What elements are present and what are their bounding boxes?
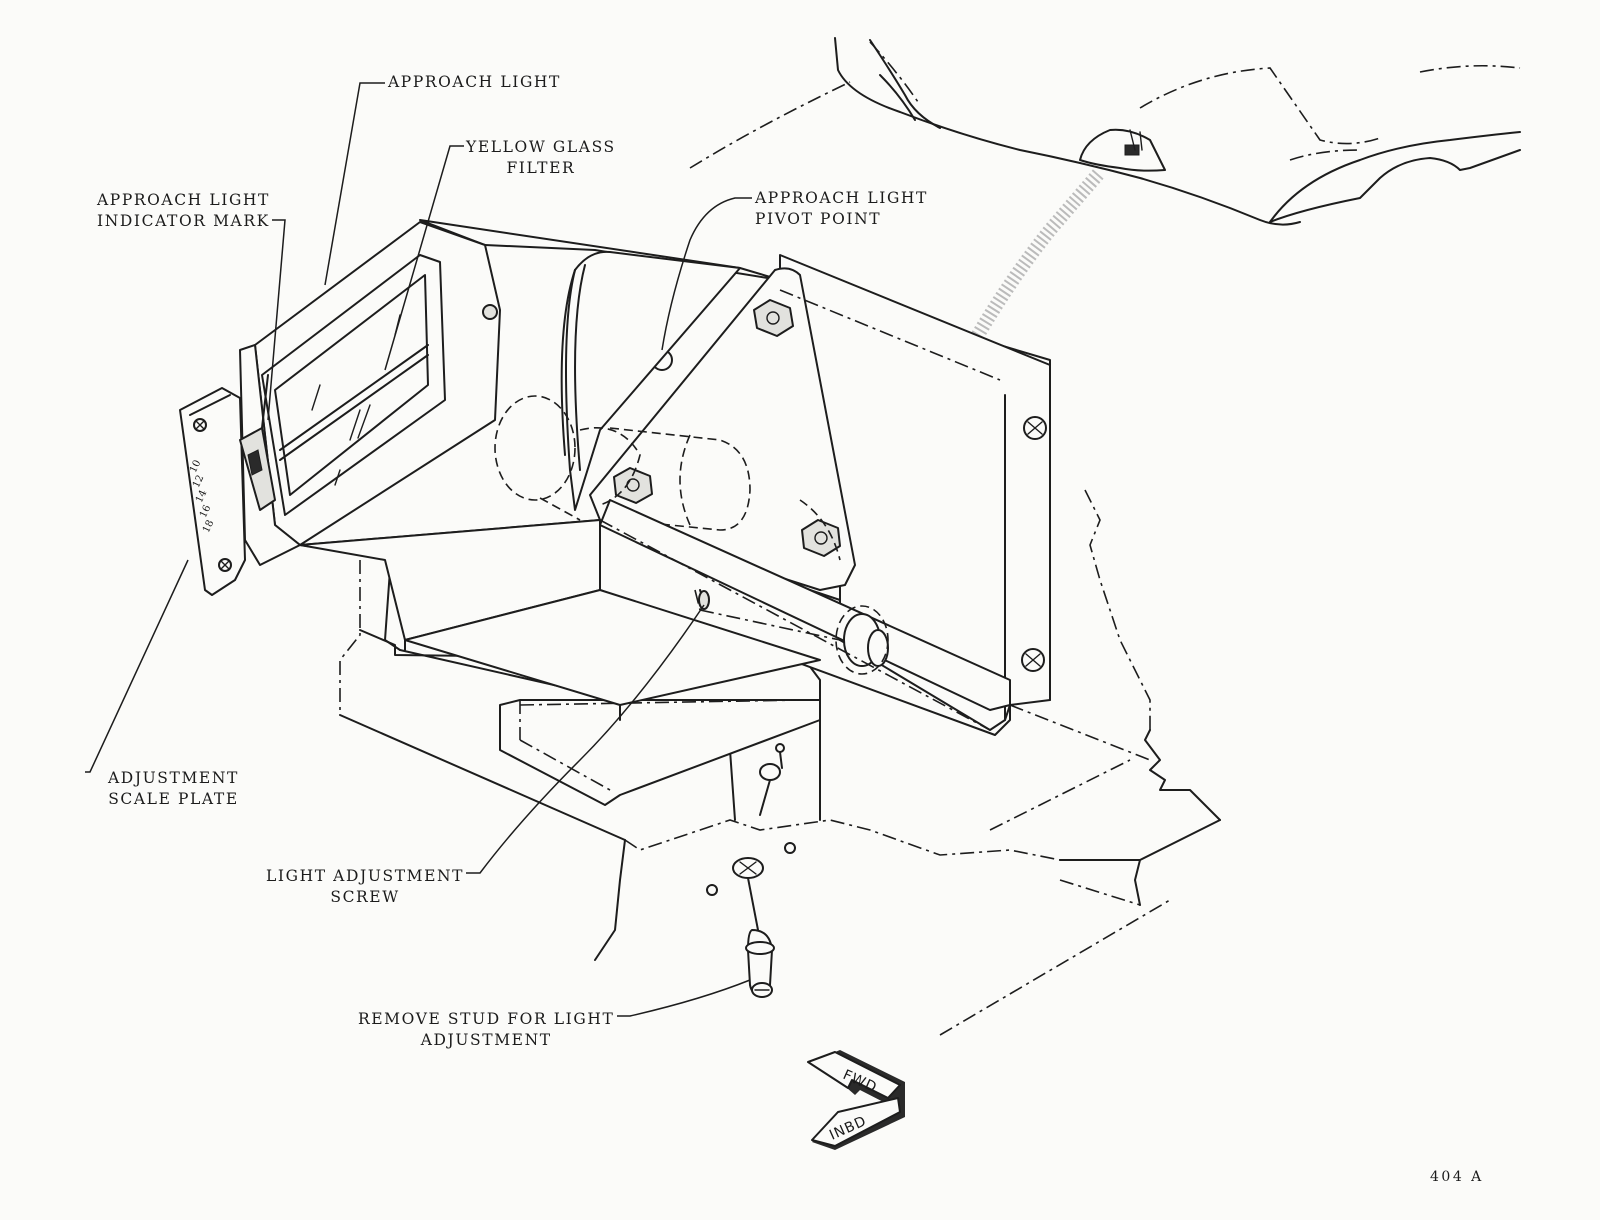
removable-stud-shape xyxy=(745,877,775,998)
label-scale-plate-line1: ADJUSTMENT xyxy=(108,769,239,787)
hex-nut-lower xyxy=(801,519,841,557)
label-indicator-mark-line2: INDICATOR MARK xyxy=(97,212,270,230)
adjustment-scale-plate-shape xyxy=(179,374,276,596)
label-adjustment-scale-plate: ADJUSTMENT SCALE PLATE xyxy=(108,768,239,810)
label-remove-stud: REMOVE STUD FOR LIGHT ADJUSTMENT xyxy=(358,1009,614,1051)
label-remove-stud-line2: ADJUSTMENT xyxy=(420,1031,552,1049)
label-light-adjustment-screw: LIGHT ADJUSTMENT SCREW xyxy=(266,866,464,908)
inboard-arrow[interactable] xyxy=(811,1097,905,1150)
aircraft-partial-view xyxy=(689,37,1521,226)
light-adjustment-screw-shape xyxy=(698,589,710,610)
scale-mark-14: 14 xyxy=(194,488,210,505)
label-approach-light: APPROACH LIGHT xyxy=(388,73,561,91)
direction-arrows: FWD INBD xyxy=(807,1050,905,1150)
label-yellow-glass-filter-line1: YELLOW GLASS xyxy=(466,138,616,156)
figure-number: 404 A xyxy=(1430,1169,1484,1185)
scale-mark-16: 16 xyxy=(197,503,213,520)
hex-nut-middle xyxy=(613,467,653,504)
label-yellow-glass-filter-line2: FILTER xyxy=(506,159,576,177)
label-approach-light-pivot-point: APPROACH LIGHT PIVOT POINT xyxy=(755,188,928,230)
light-beam-indicator xyxy=(968,167,1106,344)
label-indicator-mark-line1: APPROACH LIGHT xyxy=(97,191,270,209)
hex-nut-upper xyxy=(753,299,794,337)
label-adjustment-screw-line2: SCREW xyxy=(330,888,400,906)
label-yellow-glass-filter: YELLOW GLASS FILTER xyxy=(466,137,616,179)
upper-stud-shape xyxy=(759,743,785,816)
label-approach-light-indicator-mark: APPROACH LIGHT INDICATOR MARK xyxy=(97,190,270,232)
label-adjustment-screw-line1: LIGHT ADJUSTMENT xyxy=(266,867,465,885)
forward-arrow[interactable] xyxy=(807,1050,905,1108)
label-pivot-point-line2: PIVOT POINT xyxy=(755,210,882,228)
label-scale-plate-line2: SCALE PLATE xyxy=(108,790,239,808)
scale-mark-18: 18 xyxy=(200,518,217,535)
leader-lines xyxy=(85,82,752,1017)
lamp-housing xyxy=(239,219,1151,761)
label-remove-stud-line1: REMOVE STUD FOR LIGHT xyxy=(358,1010,615,1028)
label-pivot-point-line1: APPROACH LIGHT xyxy=(755,189,928,207)
